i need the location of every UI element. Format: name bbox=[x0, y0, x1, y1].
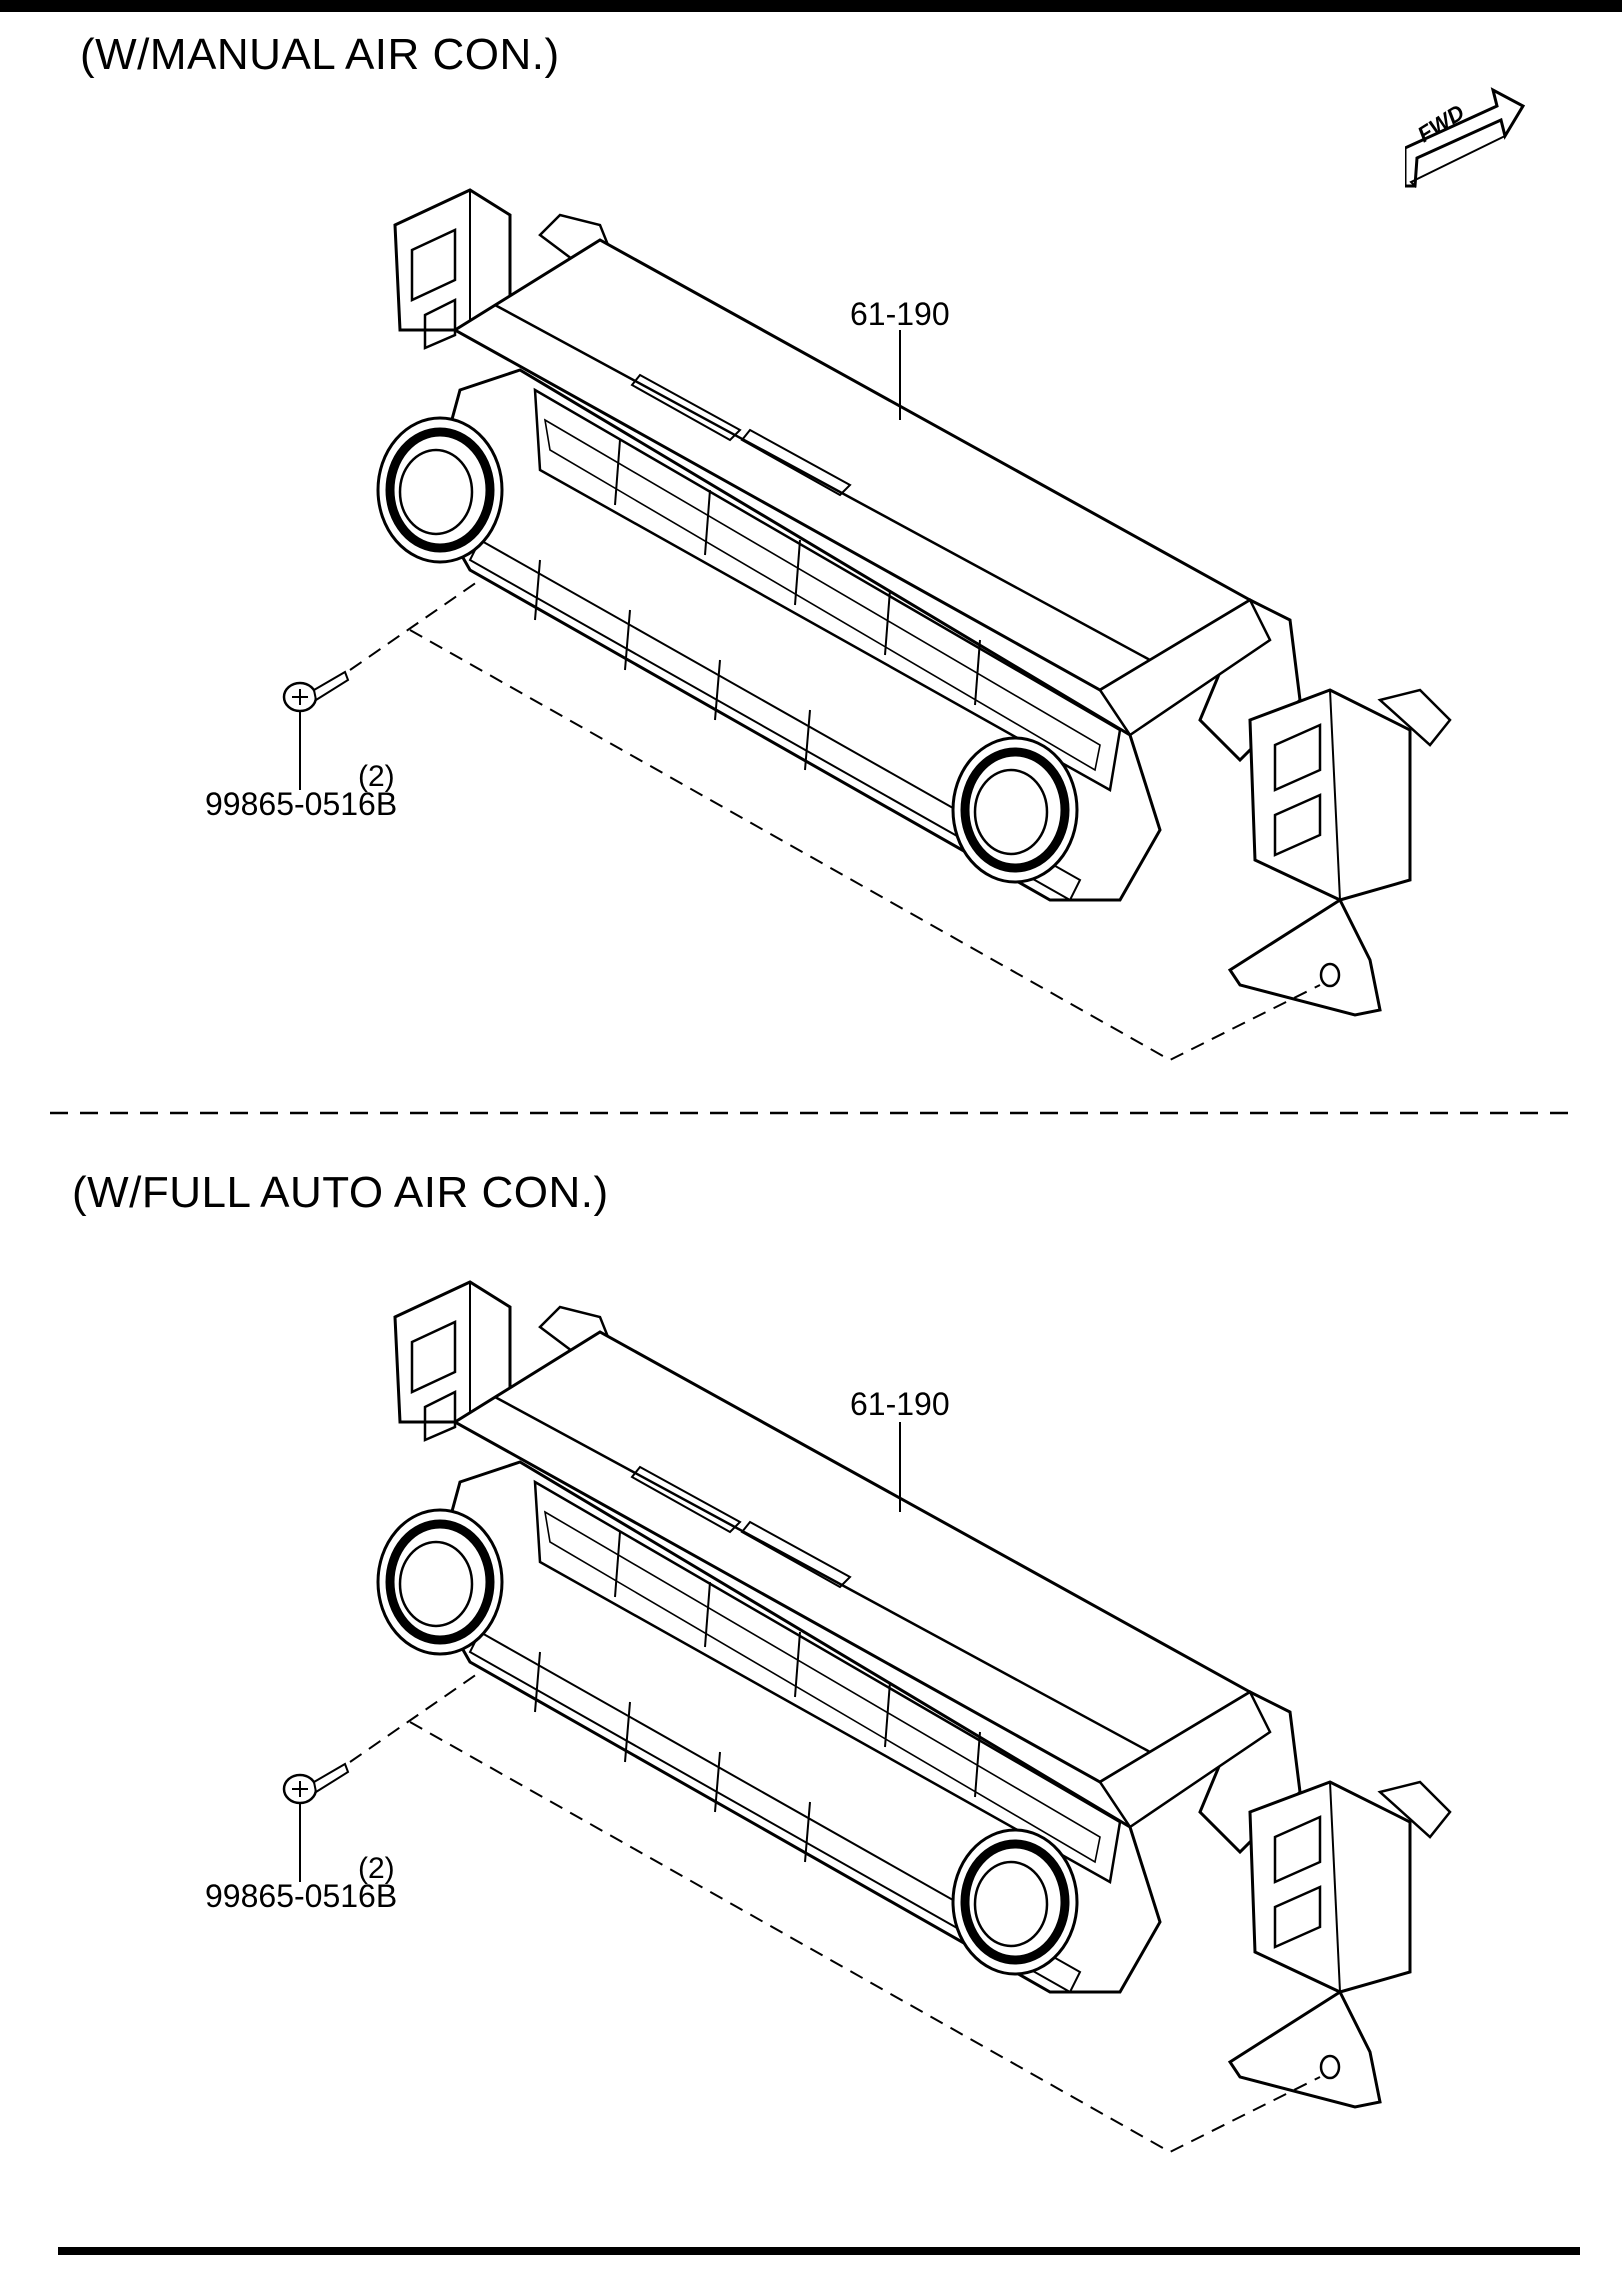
bottom-rule bbox=[58, 2247, 1580, 2255]
part-label-manual: 61-190 bbox=[850, 296, 950, 332]
screw-qty-full-auto: (2) bbox=[358, 1852, 395, 1885]
section-title-manual: (W/MANUAL AIR CON.) bbox=[80, 30, 560, 79]
forward-arrow-icon: FWD bbox=[1403, 78, 1535, 189]
top-rule bbox=[0, 0, 1622, 12]
screw-label-manual: 99865-0516B bbox=[205, 786, 398, 822]
section-title-full-auto: (W/FULL AUTO AIR CON.) bbox=[72, 1168, 609, 1217]
climate-control-unit-full-auto bbox=[284, 1282, 1450, 2152]
climate-control-unit-manual bbox=[284, 190, 1450, 1060]
screw-label-full-auto: 99865-0516B bbox=[205, 1878, 398, 1914]
screw-qty-manual: (2) bbox=[358, 760, 395, 793]
part-label-full-auto: 61-190 bbox=[850, 1386, 950, 1422]
